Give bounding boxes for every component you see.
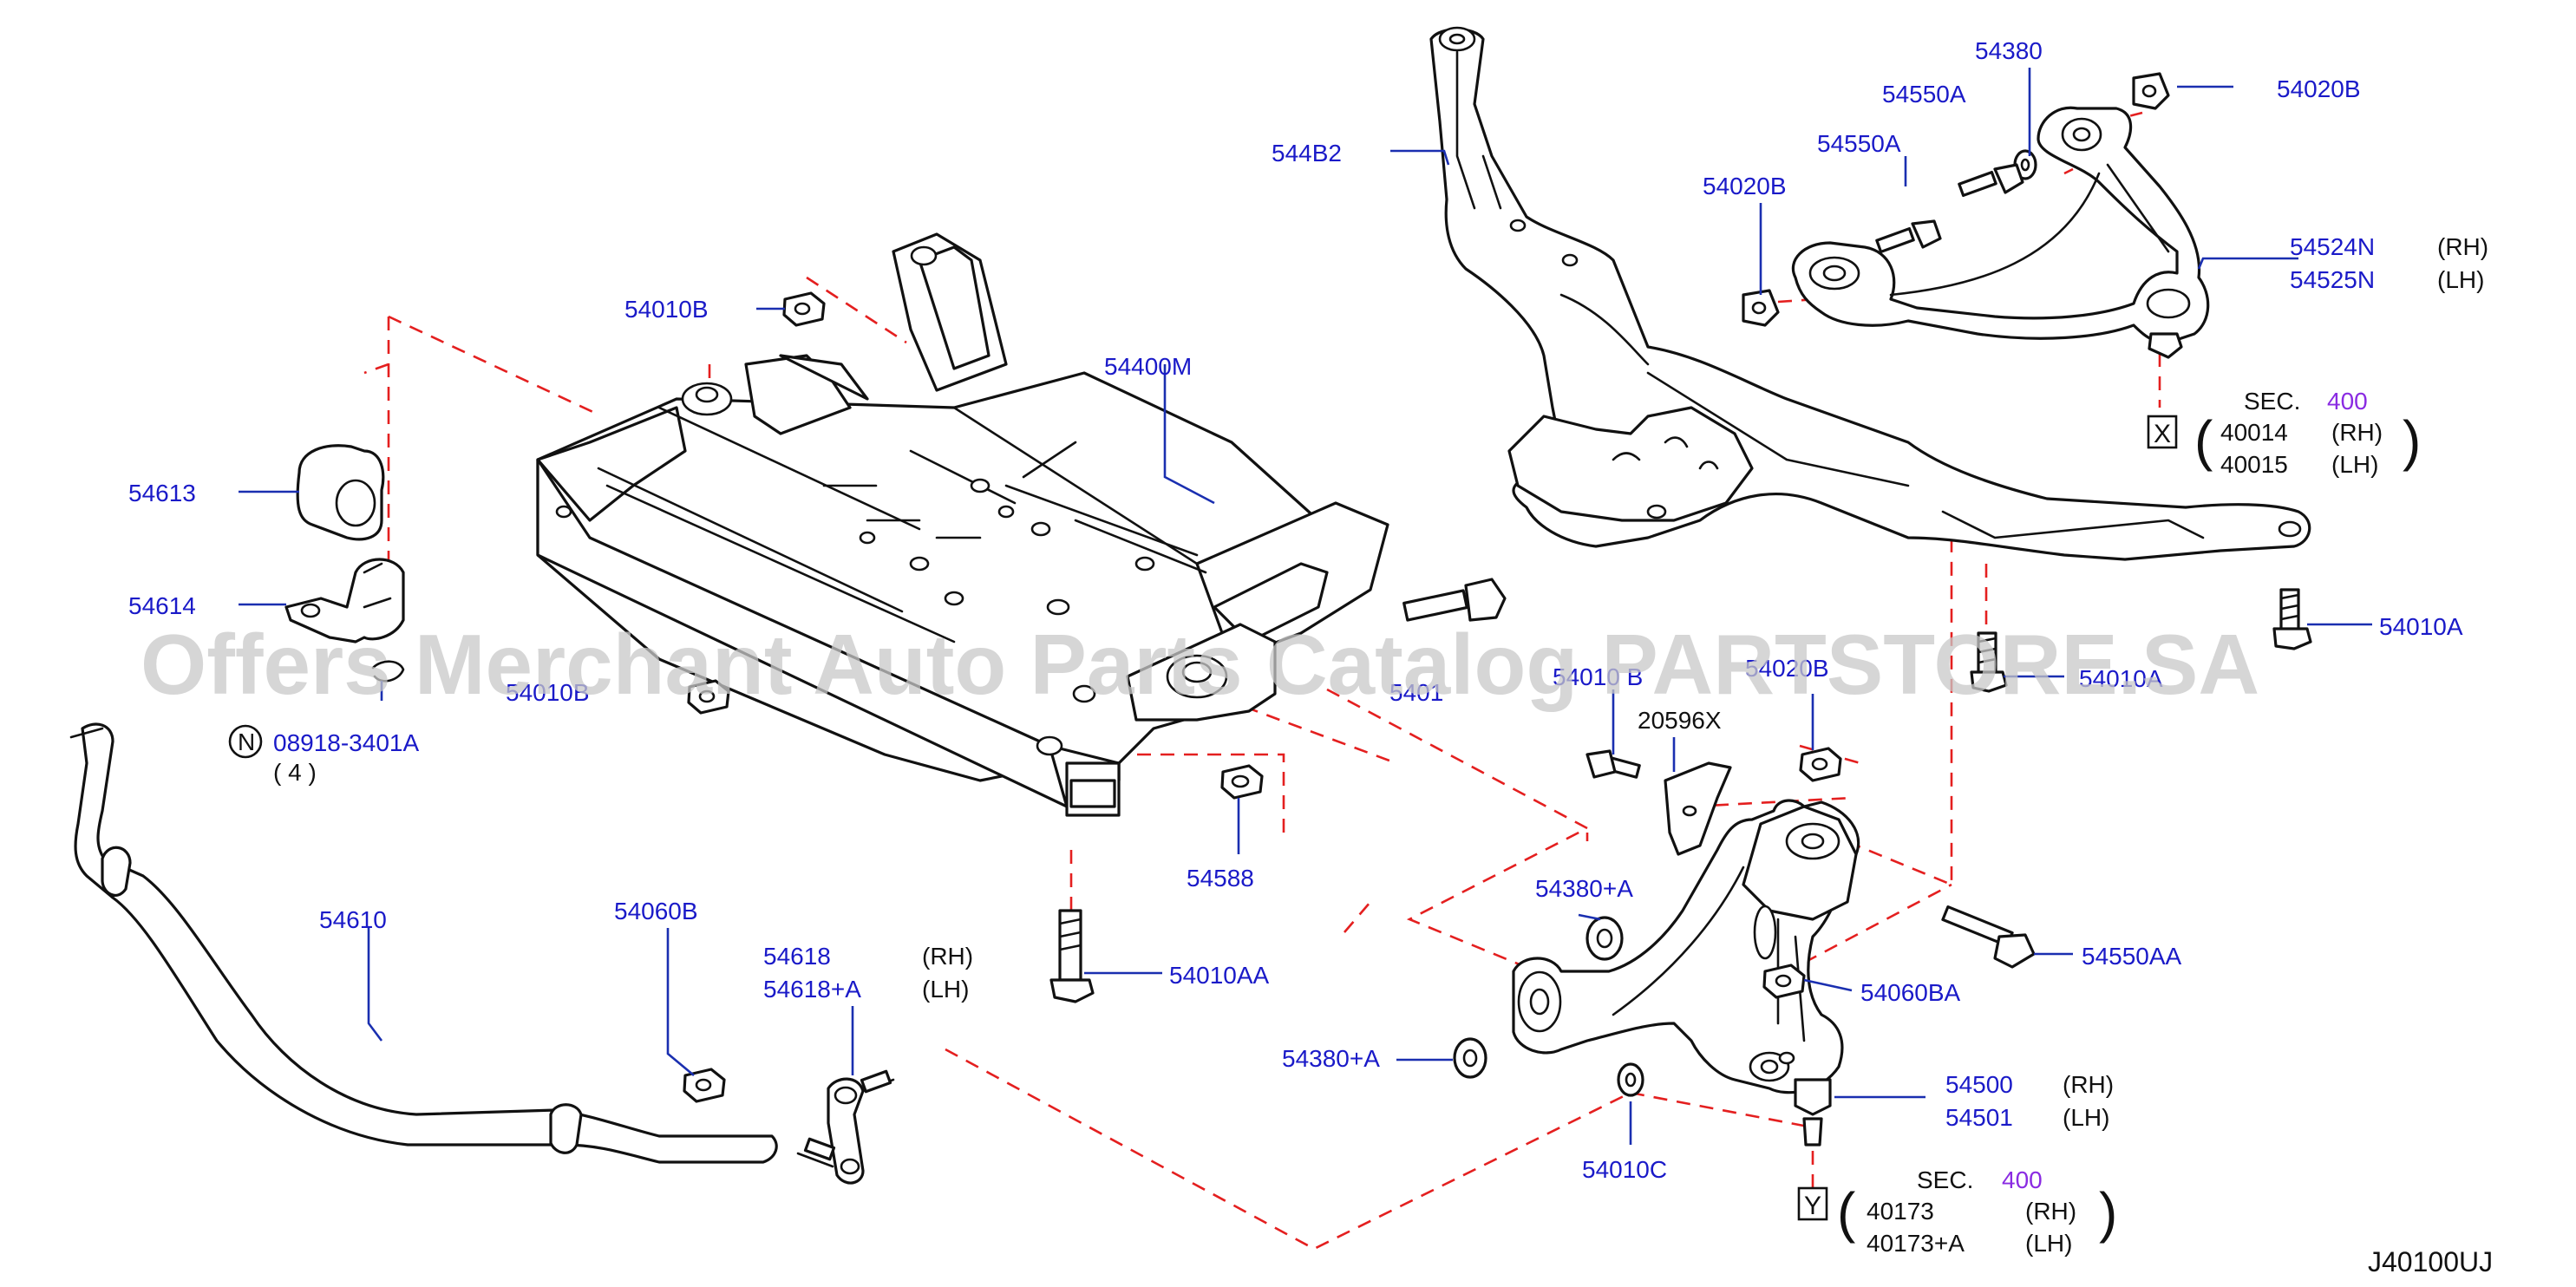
bolt-54010A-mid[interactable] [1970,631,2008,693]
nut-08918[interactable] [371,660,405,683]
bolt-54010B-lower[interactable] [1585,749,1641,779]
label-54010A-mid[interactable]: 54010A [2079,665,2163,692]
label-54380A-lower[interactable]: 54380+A [1282,1045,1380,1072]
watermark: Offers Merchant Auto Parts Catalog PARTS… [141,617,2259,712]
label-54550AA[interactable]: 54550AA [2082,943,2182,970]
label-54380[interactable]: 54380 [1975,37,2043,64]
label-54614[interactable]: 54614 [128,592,196,619]
label-544B2[interactable]: 544B2 [1272,140,1342,167]
label-08918-3401A[interactable]: 08918-3401A [273,729,419,756]
sec-y-rh: (RH) [2025,1198,2076,1225]
part-labels: 54400M 54010B 54613 54614 54010B N 08918… [128,37,2488,1183]
bolt-54550A-lower[interactable] [1875,219,1942,254]
sec-x-part-2: 40015 [2220,451,2288,478]
label-54380A-upper[interactable]: 54380+A [1535,875,1633,902]
label-54588[interactable]: 54588 [1187,865,1254,892]
y-marker-box [1797,1186,1828,1221]
y-marker-letter: Y [1804,1192,1821,1220]
sec-x-lh: (LH) [2331,451,2378,478]
label-54618[interactable]: 54618 [763,943,831,970]
sec-y-part-1: 40173 [1867,1198,1934,1225]
svg-text:N: N [238,728,255,755]
label-54501-lh: (LH) [2063,1104,2109,1131]
stabilizer-clamp-54614[interactable] [284,558,405,644]
label-54010A-right[interactable]: 54010A [2379,613,2463,640]
label-54010B-mid[interactable]: 54010B [506,679,590,706]
sec-x-close-paren: ) [2403,409,2421,472]
sec-y-label: SEC. [1917,1166,1973,1193]
label-54524N[interactable]: 54524N [2290,233,2375,260]
label-08918-qty: ( 4 ) [273,759,317,786]
lower-link-544B2[interactable] [1429,26,2311,561]
stabilizer-bar-54610[interactable] [69,722,778,1164]
label-5401x[interactable]: 5401 [1389,679,1443,706]
label-54400M[interactable]: 54400M [1104,353,1192,380]
label-20596X[interactable]: 20596X [1638,707,1722,734]
connecting-rod-54618[interactable] [796,1069,895,1185]
label-54060B[interactable]: 54060B [614,898,698,924]
bolt-54550AA[interactable] [1941,905,2036,969]
sec-x-label: SEC. [2244,388,2300,415]
front-crossmember[interactable] [536,232,1389,817]
label-54010B-lower[interactable]: 54010 B [1553,663,1643,690]
label-54524N-rh: (RH) [2437,233,2488,260]
label-54613[interactable]: 54613 [128,480,196,506]
bushing-54020B-top[interactable] [2132,72,2170,110]
label-54010AA[interactable]: 54010AA [1169,962,1270,989]
bolt-54400-right[interactable] [1402,578,1507,622]
bracket-20596X[interactable] [1664,761,1732,856]
sec-x-rh: (RH) [2331,419,2383,446]
sec-x-open-paren: ( [2194,409,2213,472]
label-54618-rh: (RH) [922,943,973,970]
label-54500-rh: (RH) [2063,1071,2114,1098]
nut-54060BA[interactable] [1762,964,1806,999]
sec-y-open-paren: ( [1837,1181,1855,1244]
label-54550A-lower[interactable]: 54550A [1817,130,1901,157]
label-54618A-lh: (LH) [922,976,969,1003]
sec-400-x-reference[interactable]: SEC. 400 X ( 40014 (RH) 40015 (LH) ) [2147,388,2421,478]
label-54020B-left[interactable]: 54020B [1703,173,1787,199]
upper-arm-54524N[interactable] [1791,106,2210,359]
bolt-54010AA[interactable] [1049,909,1095,1003]
bolt-54550A-upper[interactable] [1958,163,2024,198]
label-54501[interactable]: 54501 [1945,1104,2013,1131]
bushing-54020B-left[interactable] [1742,289,1780,327]
nut-54060B[interactable] [683,1068,726,1103]
diagram-id: J40100UJ [2368,1246,2493,1277]
label-54020B-top[interactable]: 54020B [2277,75,2361,102]
sec-x-part-1: 40014 [2220,419,2288,446]
sec-400-y-reference[interactable]: SEC. 400 Y ( 40173 (RH) 40173+A (LH) ) [1797,1166,2117,1257]
nut-54588[interactable] [1220,764,1264,800]
label-54010C[interactable]: 54010C [1582,1156,1667,1183]
label-54060BA[interactable]: 54060BA [1860,979,1961,1006]
washer-54380A-lower[interactable] [1453,1037,1487,1079]
label-54550A-upper[interactable]: 54550A [1882,81,1966,108]
lower-arm-54500[interactable] [1512,799,1860,1147]
label-54610[interactable]: 54610 [319,906,387,933]
x-marker-box [2147,415,2178,449]
sec-x-number: 400 [2327,388,2368,415]
nut-54010B-mid[interactable] [687,679,730,715]
label-54618A[interactable]: 54618+A [763,976,861,1003]
sec-y-lh: (LH) [2025,1230,2072,1257]
label-54500[interactable]: 54500 [1945,1071,2013,1098]
nut-54020B-lower[interactable] [1799,747,1842,782]
stabilizer-bushing-54613[interactable] [296,444,385,541]
label-54525N[interactable]: 54525N [2290,266,2375,293]
nut-54010B-top[interactable] [782,291,826,327]
x-marker-letter: X [2154,420,2171,448]
label-54020B-lower[interactable]: 54020B [1745,655,1829,682]
sec-y-part-2: 40173+A [1867,1230,1965,1257]
bolt-54010A-right[interactable] [2272,588,2312,650]
sec-y-close-paren: ) [2099,1181,2117,1244]
washer-54010C[interactable] [1617,1062,1644,1097]
sec-y-number: 400 [2002,1166,2043,1193]
label-54525N-lh: (LH) [2437,266,2484,293]
n-circle-icon: N [228,724,263,759]
washer-54380A-upper[interactable] [1585,916,1624,961]
label-54010B-top[interactable]: 54010B [624,296,709,323]
leader-lines [239,68,2372,1145]
